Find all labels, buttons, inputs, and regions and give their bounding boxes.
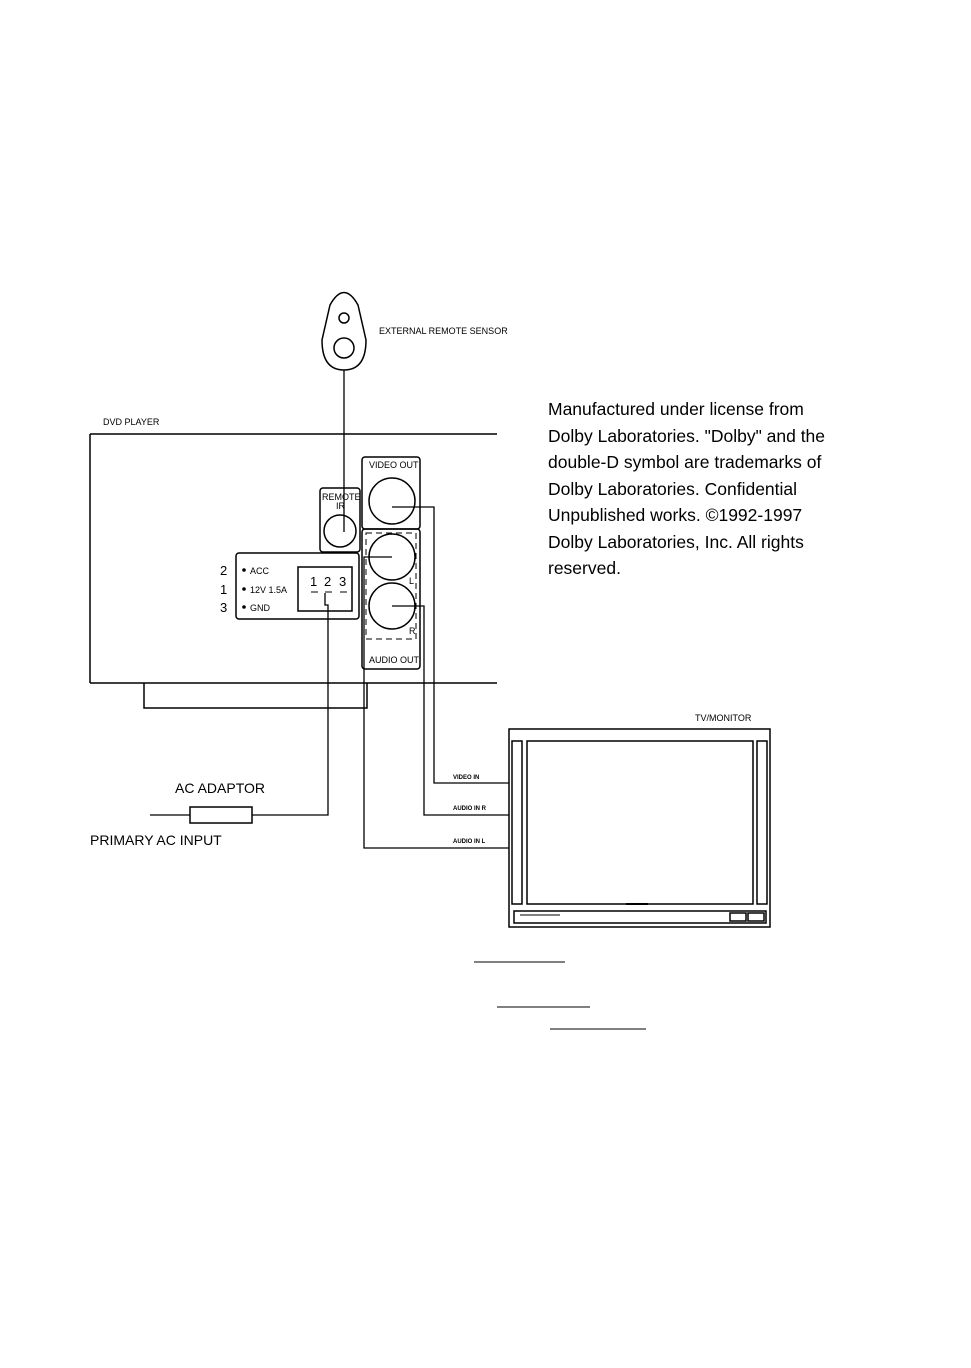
notice-line: Dolby Laboratories, Inc. All rights bbox=[548, 531, 804, 552]
power-connector-panel bbox=[235, 552, 360, 620]
pin-number-gnd: 3 bbox=[220, 600, 227, 615]
remote-ir-label: REMOTE bbox=[322, 492, 361, 502]
pin-number-acc: 2 bbox=[220, 563, 227, 578]
audio-right-label: R bbox=[409, 626, 416, 636]
notice-line: Unpublished works. ©1992-1997 bbox=[548, 505, 803, 525]
tv-monitor bbox=[508, 728, 771, 928]
notice-line: reserved. bbox=[548, 558, 621, 578]
tv-monitor-label: TV/MONITOR bbox=[695, 713, 752, 723]
notice-line: Manufactured under license from bbox=[548, 399, 804, 419]
audio-in-l-label: AUDIO IN L bbox=[453, 839, 486, 845]
socket-number-1: 1 bbox=[310, 574, 317, 589]
external-remote-sensor bbox=[321, 291, 367, 371]
primary-ac-input-label: PRIMARY AC INPUT bbox=[90, 832, 222, 848]
ac-adaptor-label: AC ADAPTOR bbox=[175, 780, 265, 796]
ac-adaptor-box bbox=[189, 806, 253, 824]
pin-number-12v: 1 bbox=[220, 582, 227, 597]
video-in-label: VIDEO IN bbox=[453, 775, 479, 781]
external-remote-sensor-label: EXTERNAL REMOTE SENSOR bbox=[379, 326, 508, 336]
dvd-player-body bbox=[89, 433, 497, 709]
audio-r-cable bbox=[392, 605, 509, 816]
video-out-label: VIDEO OUT bbox=[369, 460, 419, 470]
pin-label-acc: ACC bbox=[250, 566, 270, 576]
pin-label-gnd: GND bbox=[250, 603, 271, 613]
audio-out-label: AUDIO OUT bbox=[369, 655, 420, 665]
notice-line: Dolby Laboratories. "Dolby" and the bbox=[548, 425, 826, 446]
socket-number-3: 3 bbox=[339, 574, 346, 589]
audio-in-r-label: AUDIO IN R bbox=[453, 806, 487, 812]
remote-ir-jack bbox=[319, 487, 361, 553]
notice-line: double-D symbol are trademarks of bbox=[548, 452, 822, 472]
socket-number-2: 2 bbox=[324, 574, 331, 589]
video-cable bbox=[392, 506, 509, 784]
dvd-player-label: DVD PLAYER bbox=[103, 417, 160, 427]
notice-line: Dolby Laboratories. Confidential bbox=[548, 478, 798, 499]
audio-l-cable bbox=[363, 556, 509, 849]
power-cable bbox=[150, 593, 329, 816]
pin-label-12v: 12V 1.5A bbox=[250, 585, 287, 595]
dolby-notice: Manufactured under license from Dolby La… bbox=[548, 396, 878, 582]
audio-out-panel bbox=[361, 528, 421, 670]
audio-left-label: L bbox=[409, 576, 414, 586]
power-pin-bullets bbox=[242, 568, 246, 609]
underline-marks bbox=[474, 961, 646, 1030]
remote-ir-label-2: IR bbox=[336, 501, 346, 511]
